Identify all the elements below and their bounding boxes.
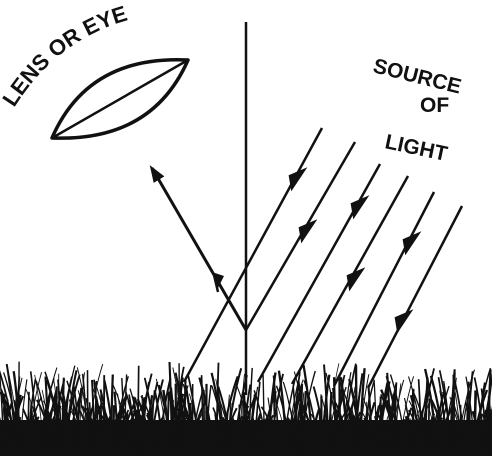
incident-ray-6 [368,206,462,388]
source-label-line2: OF [420,94,449,117]
source-label-line3: LIGHT [383,130,450,166]
grass-surface [0,362,492,456]
incident-ray-3 [258,164,380,382]
ray-arrow-2 [300,222,314,240]
reflected-ray [150,164,246,330]
source-label-line1: SOURCE [371,55,464,99]
ray-arrow-4 [348,270,362,288]
ray-arrow-1 [290,170,304,188]
ray-arrow-6 [396,312,410,330]
ray-arrow-3 [352,198,366,216]
lens-shape [52,60,188,138]
incident-rays [184,128,462,388]
incident-ray-1 [184,128,322,382]
lens-label: LENS OR EYE [0,1,130,111]
ray-arrow-5 [404,234,418,252]
